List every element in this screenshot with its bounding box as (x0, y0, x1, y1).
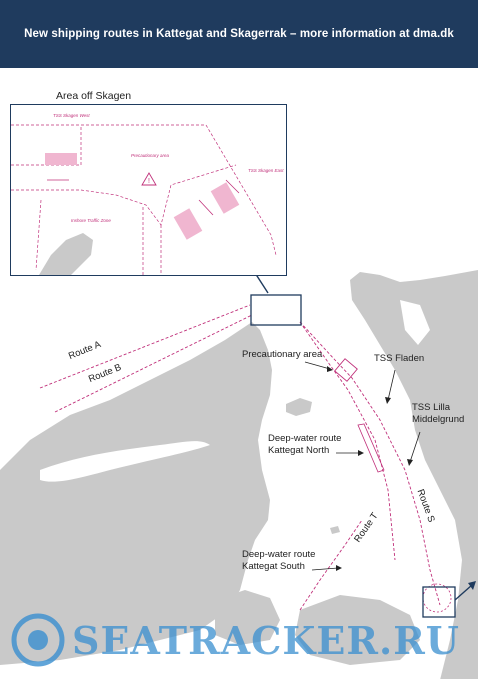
land-sweden (350, 270, 478, 679)
land-laeso (286, 398, 312, 416)
land-zealand (295, 595, 420, 665)
header-banner: New shipping routes in Kattegat and Skag… (0, 0, 478, 68)
inset-title: Area off Skagen (56, 90, 132, 102)
inset-skagen-map: ! TSS Skagen West Precautionary area TSS… (10, 104, 287, 276)
land-funen (215, 590, 280, 645)
label-deep-water-south: Deep-water route Kattegat South (242, 549, 316, 572)
watermark-logo (11, 613, 65, 667)
label-tss-lilla-middelgrund: TSS Lilla Middelgrund (412, 402, 465, 425)
label-inset-precautionary-area: Precautionary area (131, 153, 170, 158)
land-jutland (0, 322, 272, 665)
watermark-text: SEATRACKER.RU (72, 618, 460, 663)
label-tss-skagen-west: TSS Skagen West (53, 113, 90, 118)
label-precautionary-area: Precautionary area (242, 349, 323, 360)
label-deep-water-north: Deep-water route Kattegat North (268, 433, 342, 456)
banner-text: New shipping routes in Kattegat and Skag… (24, 28, 454, 40)
label-inshore-traffic-zone: Inshore Traffic Zone (71, 218, 111, 223)
label-tss-fladen: TSS Fladen (374, 353, 425, 364)
land-anholt (330, 526, 340, 534)
label-tss-skagen-east: TSS Skagen East (248, 168, 284, 173)
svg-text:!: ! (148, 178, 150, 185)
